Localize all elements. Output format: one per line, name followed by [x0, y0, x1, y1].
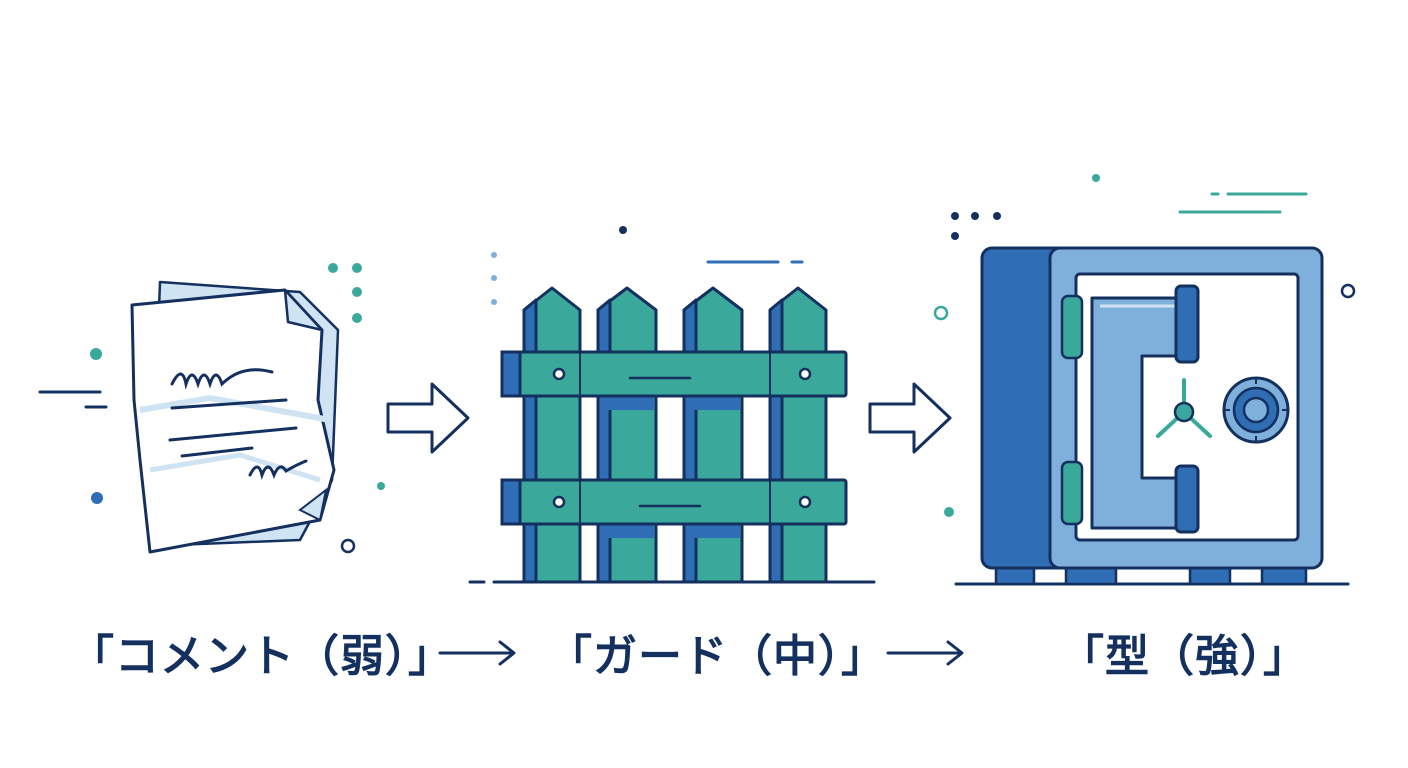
- step-label-guard: 「ガード（中）」: [548, 631, 886, 682]
- step-label-comment: 「コメント（弱）」: [70, 631, 453, 682]
- arrow-right-icon: [386, 382, 470, 454]
- document-icon: [38, 263, 385, 554]
- arrow-right-icon: [438, 640, 516, 666]
- step-label-type: 「型（強）」: [1060, 631, 1308, 682]
- fence-icon: [468, 226, 876, 584]
- arrow-right-icon: [886, 640, 964, 666]
- safe-icon: [933, 174, 1356, 586]
- arrow-right-icon: [868, 382, 952, 454]
